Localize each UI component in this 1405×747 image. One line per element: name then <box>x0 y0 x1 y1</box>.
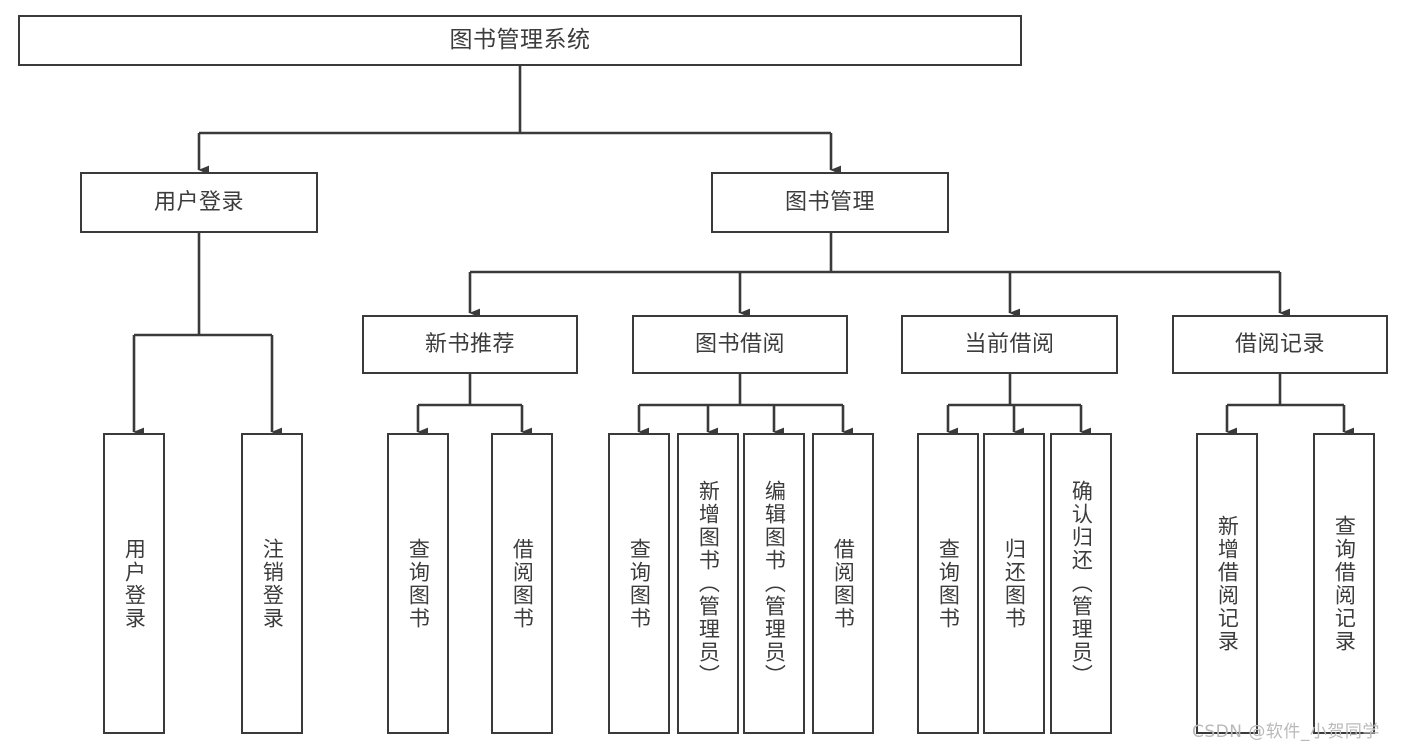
node-label: 新书推荐 <box>424 331 515 357</box>
node-label: 借阅图书 <box>831 537 856 630</box>
node-label: 借阅图书 <box>510 537 535 630</box>
node-label: 用户登录 <box>153 189 244 215</box>
node-label: 图书管理系统 <box>449 26 591 53</box>
node-leaf-query-borrow-record[interactable]: 查询借阅记录 <box>1313 433 1375 734</box>
node-book-management[interactable]: 图书管理 <box>711 172 949 233</box>
node-label: 新增图书（管理员） <box>696 480 721 687</box>
node-label: 编辑图书（管理员） <box>762 480 787 687</box>
node-label: 用户登录 <box>122 537 147 630</box>
node-label: 查询借阅记录 <box>1332 514 1357 653</box>
node-new-book-recommend[interactable]: 新书推荐 <box>362 315 578 374</box>
node-leaf-query-book-current[interactable]: 查询图书 <box>917 433 979 734</box>
node-leaf-return-book[interactable]: 归还图书 <box>983 433 1045 734</box>
node-leaf-borrow-book[interactable]: 借阅图书 <box>812 433 874 734</box>
node-label: 查询图书 <box>627 537 652 630</box>
node-user-login[interactable]: 用户登录 <box>80 172 318 233</box>
node-label: 图书管理 <box>784 189 875 215</box>
node-borrow-record[interactable]: 借阅记录 <box>1172 315 1388 374</box>
node-label: 借阅记录 <box>1234 331 1325 357</box>
node-label: 图书借阅 <box>694 331 785 357</box>
node-book-borrow[interactable]: 图书借阅 <box>632 315 848 374</box>
node-leaf-query-book-borrow[interactable]: 查询图书 <box>608 433 670 734</box>
node-label: 当前借阅 <box>964 331 1055 357</box>
node-leaf-add-borrow-record[interactable]: 新增借阅记录 <box>1196 433 1258 734</box>
node-label: 新增借阅记录 <box>1215 514 1240 653</box>
node-leaf-borrow-book-recommend[interactable]: 借阅图书 <box>491 433 553 734</box>
node-leaf-user-logout[interactable]: 注销登录 <box>241 433 303 734</box>
node-leaf-edit-book[interactable]: 编辑图书（管理员） <box>743 433 805 734</box>
node-current-borrow[interactable]: 当前借阅 <box>901 315 1118 374</box>
node-leaf-confirm-return[interactable]: 确认归还（管理员） <box>1050 433 1112 734</box>
node-label: 查询图书 <box>936 537 961 630</box>
node-leaf-user-login[interactable]: 用户登录 <box>103 433 165 734</box>
node-leaf-query-book-recommend[interactable]: 查询图书 <box>387 433 449 734</box>
node-label: 注销登录 <box>260 537 285 630</box>
node-label: 查询图书 <box>406 537 431 630</box>
node-label: 确认归还（管理员） <box>1069 480 1094 687</box>
csdn-watermark: CSDN @软件_小贺同学 <box>1192 722 1380 742</box>
node-label: 归还图书 <box>1002 537 1027 630</box>
node-leaf-add-book[interactable]: 新增图书（管理员） <box>677 433 739 734</box>
node-root-book-management-system[interactable]: 图书管理系统 <box>18 15 1022 66</box>
